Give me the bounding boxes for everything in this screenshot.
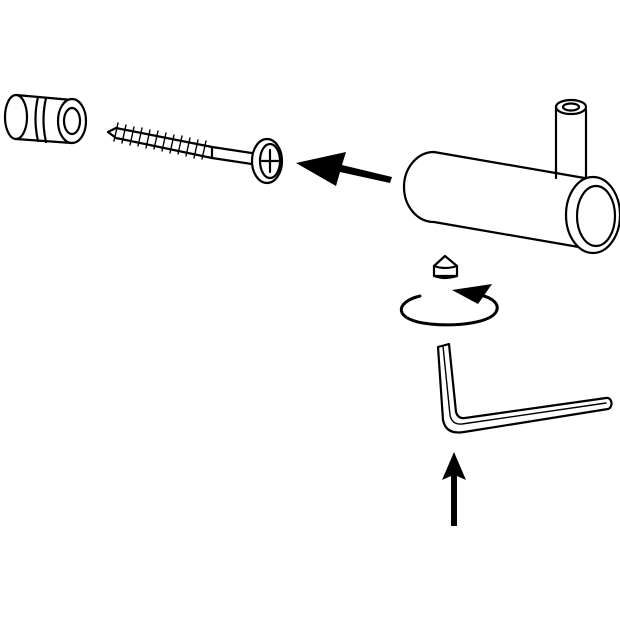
- insert-screw-arrow: [296, 152, 392, 186]
- allen-key-icon: [436, 342, 613, 434]
- wall-plug-icon: [3, 93, 88, 145]
- screw-icon: [106, 122, 284, 185]
- rotate-arrow: [399, 284, 499, 327]
- set-screw-icon: [432, 254, 459, 280]
- insert-key-arrow: [442, 452, 466, 526]
- hook-icon: [402, 98, 620, 255]
